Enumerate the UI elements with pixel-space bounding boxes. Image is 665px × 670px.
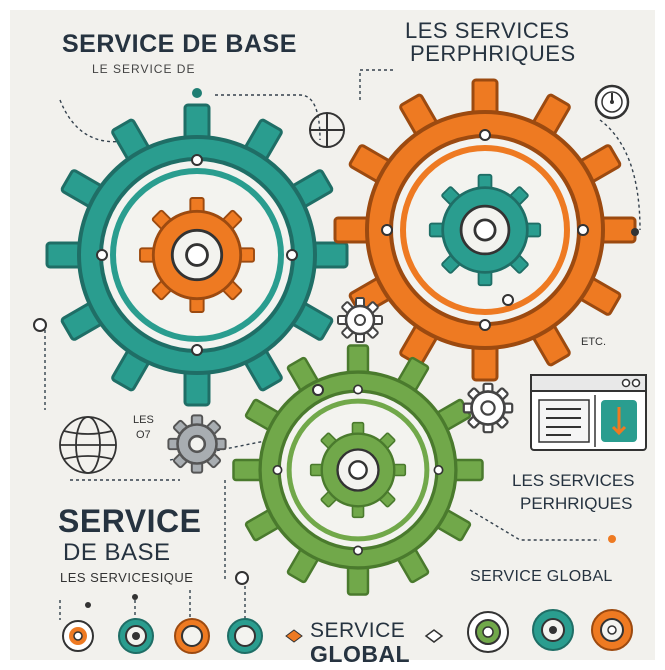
dashed-connectors [44, 69, 641, 620]
target-icon [62, 620, 94, 652]
main-subtitle: LE SERVICE DE [92, 62, 196, 76]
inner-orange-gear [140, 198, 254, 312]
globe-icon [59, 416, 117, 474]
main-title: SERVICE DE BASE [62, 30, 297, 58]
etc-label: ETC. [581, 336, 607, 348]
global-service-line2: GLOBAL [310, 641, 411, 667]
browser-window-icon [530, 374, 647, 451]
target-icon [118, 618, 154, 654]
crosshair-icon [309, 112, 345, 148]
right-title-line2: PERPHRIQUES [410, 41, 576, 66]
base-service-sub: LES SERVICESIQUE [60, 570, 194, 585]
target-icon [591, 609, 633, 651]
right-title-line1: LES SERVICES [405, 18, 570, 43]
target-icon [174, 618, 210, 654]
target-icon [227, 618, 263, 654]
inner-teal-gear [430, 175, 540, 285]
les-label: LES [133, 414, 154, 426]
right-services-line2: PERHRIQUES [520, 494, 633, 513]
global-service-line1: SERVICE [310, 619, 406, 642]
orange-gear [335, 80, 635, 380]
o7-label: O7 [136, 429, 151, 441]
base-service-line1: SERVICE [58, 503, 202, 539]
grey-gear-icon [168, 415, 225, 472]
decor-dots [33, 88, 639, 608]
target-icon [532, 609, 574, 651]
small-gear-icon [338, 298, 382, 342]
right-services-line1: LES SERVICES [512, 471, 635, 490]
dial-icon [594, 84, 630, 120]
teal-gear [47, 105, 347, 405]
base-service-line2: DE BASE [63, 539, 171, 566]
target-icon [467, 611, 509, 653]
green-gear [234, 346, 483, 595]
target-row [62, 609, 633, 654]
outline-gear-icon [464, 384, 512, 432]
global-service-right: SERVICE GLOBAL [470, 568, 613, 585]
